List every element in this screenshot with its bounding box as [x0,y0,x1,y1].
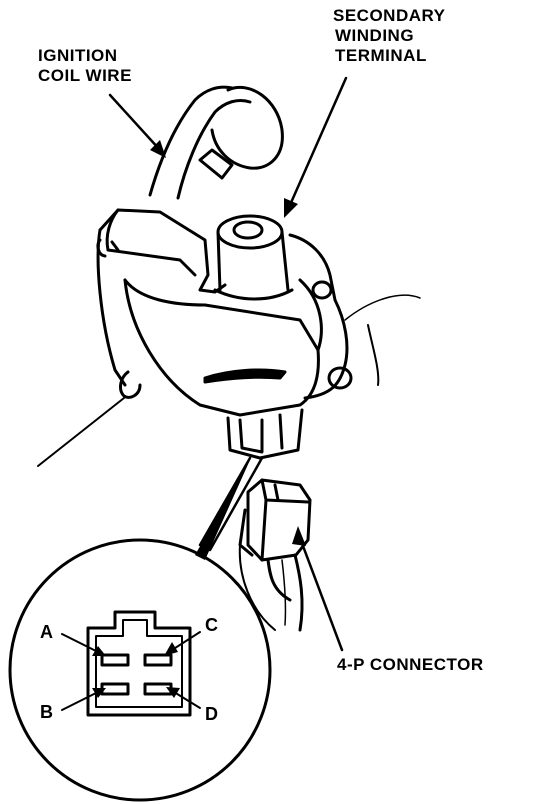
secondary-terminal-arrow [288,76,348,207]
secondary-terminal-label: SECONDARY WINDING TERMINAL [333,6,446,66]
pin-b-label: B [40,702,54,722]
label-line: WINDING [335,26,415,45]
pin-arrows [61,631,201,711]
mounting-bracket [288,233,421,400]
label-line: COIL WIRE [38,66,132,85]
connector-arrow [298,536,344,652]
secondary-terminal-tower [213,214,294,301]
pin-d-label: D [205,704,219,724]
leader-line-bracket [37,397,125,467]
label-line: TERMINAL [335,46,427,65]
coil-connector-socket [226,408,304,460]
connector-face [86,610,192,717]
ignition-wire-arrow [108,93,162,152]
coil-body [96,208,323,417]
pin-a-label: A [40,622,54,642]
label-line: SECONDARY [333,6,446,25]
connector-label: 4-P CONNECTOR [337,655,484,674]
four-pin-connector-plug [238,478,312,632]
ignition-coil-wire-label: IGNITION COIL WIRE [38,46,132,86]
pin-c-label: C [205,615,219,635]
coil-wire-boot [148,85,284,200]
label-line: IGNITION [38,46,118,65]
magnified-view-callout [8,456,272,802]
